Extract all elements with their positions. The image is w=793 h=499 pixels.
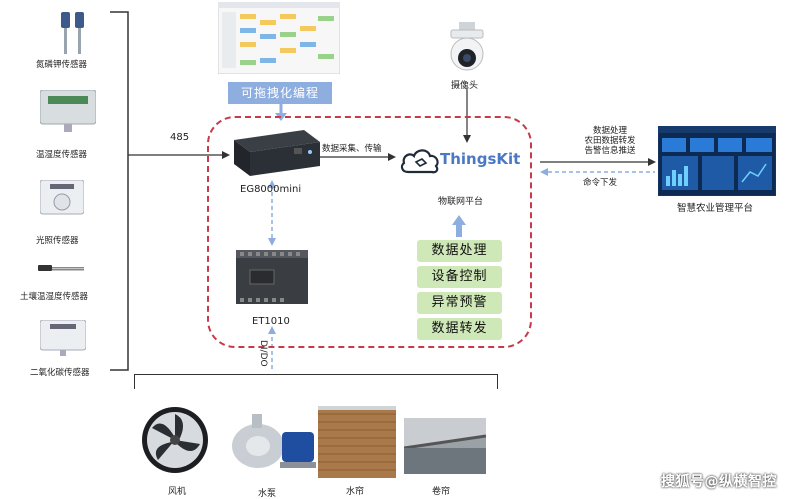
cloud-logo-icon bbox=[400, 149, 439, 174]
device-label-water-curtain: 水帘 bbox=[346, 487, 365, 497]
function-data-processing: 数据处理 bbox=[417, 240, 502, 262]
command-label: 命令下发 bbox=[583, 178, 618, 188]
function-anomaly-warning: 异常预警 bbox=[417, 292, 502, 314]
roller-shutter-image bbox=[404, 418, 486, 474]
iot-platform-label: 物联网平台 bbox=[438, 197, 484, 207]
rs485-label: 485 bbox=[170, 132, 190, 143]
io-module-image bbox=[236, 250, 308, 304]
forward-info-text: 数据处理 农田数据转发 告警信息推送 bbox=[580, 126, 640, 156]
watermark-text: 搜狐号@纵横智控 bbox=[661, 474, 777, 490]
water-curtain-image bbox=[318, 406, 396, 478]
sensor-label-co2: 二氧化碳传感器 bbox=[30, 368, 90, 378]
camera-image bbox=[450, 22, 484, 71]
programming-screenshot bbox=[218, 2, 340, 74]
thingskit-logo-text: ThingsKit bbox=[440, 150, 521, 168]
dido-label: DI/DO bbox=[258, 340, 268, 367]
forward-line-3: 告警信息推送 bbox=[584, 146, 636, 156]
gateway-label: EG8000mini bbox=[240, 184, 302, 195]
forward-line-1: 数据处理 bbox=[592, 126, 627, 136]
system-boundary bbox=[207, 116, 532, 348]
co2-sensor-image bbox=[40, 320, 86, 356]
device-label-pump: 水泵 bbox=[258, 489, 277, 499]
io-module-label: ET1010 bbox=[252, 316, 290, 327]
data-collect-label: 数据采集、传输 bbox=[322, 144, 382, 154]
sensor-label-light: 光照传感器 bbox=[36, 236, 79, 246]
pump-image bbox=[232, 414, 316, 468]
management-platform-label: 智慧农业管理平台 bbox=[677, 203, 754, 214]
forward-line-2: 农田数据转发 bbox=[584, 136, 636, 146]
light-sensor-image bbox=[40, 180, 84, 215]
camera-label: 摄像头 bbox=[451, 81, 479, 91]
npk-sensor-image bbox=[61, 12, 84, 54]
drag-programming-label: 可拖拽化编程 bbox=[228, 82, 332, 104]
sensor-label-npk: 氮磷钾传感器 bbox=[36, 60, 88, 70]
function-device-control: 设备控制 bbox=[417, 266, 502, 288]
management-dashboard-image bbox=[658, 126, 776, 196]
device-bracket bbox=[134, 374, 498, 389]
soil-sensor-image bbox=[38, 265, 84, 271]
device-label-fan: 风机 bbox=[168, 487, 187, 497]
gateway-image bbox=[234, 130, 320, 176]
device-label-roller-shutter: 卷帘 bbox=[432, 487, 451, 497]
function-data-forwarding: 数据转发 bbox=[417, 318, 502, 340]
sensor-label-temp-humidity: 温湿度传感器 bbox=[36, 150, 88, 160]
sensor-label-soil: 土壤温湿度传感器 bbox=[20, 292, 89, 302]
fan-image bbox=[142, 407, 208, 473]
temperature-humidity-sensor-image bbox=[40, 90, 96, 132]
